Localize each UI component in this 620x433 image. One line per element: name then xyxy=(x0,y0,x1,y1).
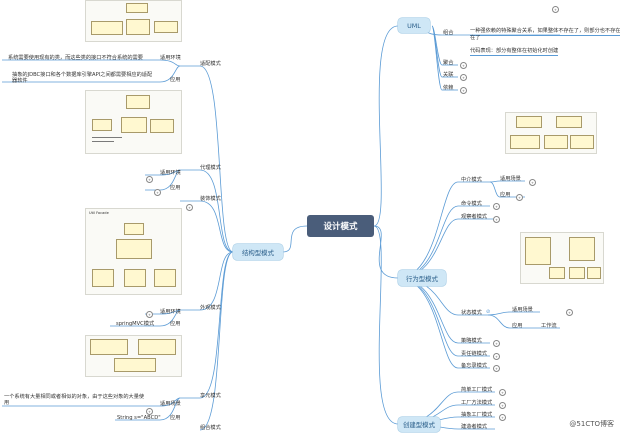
flyweight-app: 应用 xyxy=(170,415,181,421)
command-label: 命令模式 xyxy=(461,201,482,207)
collapse-icon[interactable]: + xyxy=(146,408,153,415)
uml-association: 关联 xyxy=(443,72,454,78)
collapse-icon[interactable]: + xyxy=(460,87,467,94)
flyweight-usage-note-1: 一个系统有大量相同或者相似的对象，由于这些对象的大量使 xyxy=(4,394,145,400)
collapse-icon[interactable]: + xyxy=(529,179,536,186)
structural-node[interactable]: 结构型模式 xyxy=(233,244,283,260)
uml-combination-label: 组合 xyxy=(443,30,454,36)
decorator-uml-thumbnail[interactable]: Util Facade xyxy=(85,208,182,295)
adapter-uml-thumbnail[interactable] xyxy=(85,0,182,42)
builder-label: 建造者模式 xyxy=(461,424,487,430)
adapter-usage: 适用环境 xyxy=(160,55,181,61)
collapse-icon[interactable]: + xyxy=(552,6,559,13)
flyweight-usage-note-2: 用 xyxy=(4,400,10,406)
adapter-label: 适配模式 xyxy=(200,61,221,67)
simple-factory-label: 简单工厂模式 xyxy=(461,387,493,393)
abstract-factory-label: 抽象工厂模式 xyxy=(461,412,493,418)
mediator-uml-thumbnail[interactable] xyxy=(505,112,597,154)
uml-combination-note-2: 代码表现：部分有整体在初始化时创建 xyxy=(470,48,559,56)
chain-label: 责任链模式 xyxy=(461,351,487,357)
facade-label: 外观模式 xyxy=(200,305,221,311)
collapse-icon[interactable]: + xyxy=(460,74,467,81)
adapter-app-note-1: 抽象的JDBC接口和各个数据库引擎API之间都需要相应的适配 xyxy=(12,72,153,78)
mediator-usage: 适用场景 xyxy=(500,176,521,182)
collapse-icon[interactable]: + xyxy=(493,340,500,347)
facade-uml-thumbnail[interactable] xyxy=(85,335,182,377)
collapse-icon[interactable]: + xyxy=(186,204,193,211)
collapse-icon[interactable]: + xyxy=(493,203,500,210)
facade-app: 应用 xyxy=(170,321,181,327)
mediator-app: 应用 xyxy=(500,192,511,198)
observer-label: 观察者模式 xyxy=(461,214,487,220)
state-label: 状态模式 xyxy=(461,310,482,316)
collapse-icon[interactable]: + xyxy=(516,194,523,201)
composite-label: 组合模式 xyxy=(200,425,221,431)
collapse-icon[interactable]: + xyxy=(493,353,500,360)
facade-usage: 适用环境 xyxy=(160,309,181,315)
adapter-app: 应用 xyxy=(170,77,181,83)
uml-dependency: 依赖 xyxy=(443,85,454,91)
collapse-icon[interactable]: + xyxy=(499,402,506,409)
collapse-icon[interactable]: + xyxy=(154,189,161,196)
state-app-note: 工作流 xyxy=(541,323,557,329)
proxy-label: 代理模式 xyxy=(200,165,221,171)
link-icon[interactable]: ⊘ xyxy=(486,309,491,315)
watermark: @51CTO博客 xyxy=(569,420,614,428)
collapse-icon[interactable]: + xyxy=(499,414,506,421)
strategy-label: 策略模式 xyxy=(461,338,482,344)
collapse-icon[interactable]: + xyxy=(493,365,500,372)
proxy-uml-thumbnail[interactable] xyxy=(85,90,182,154)
collapse-icon[interactable]: + xyxy=(499,389,506,396)
decorator-label: 装饰模式 xyxy=(200,196,221,202)
visitor-label: 备忘录模式 xyxy=(461,363,487,369)
uml-combination-note-cont: 在了 xyxy=(470,35,481,41)
facade-app-note: springMVC模式 xyxy=(116,321,155,327)
creational-node[interactable]: 创建型模式 xyxy=(398,417,440,432)
uml-node[interactable]: UML xyxy=(398,18,430,33)
behavioral-node[interactable]: 行为型模式 xyxy=(398,270,446,286)
collapse-icon[interactable]: + xyxy=(146,311,153,318)
proxy-app: 应用 xyxy=(170,185,181,191)
uml-aggregation: 聚合 xyxy=(443,60,454,66)
uml-combination-note-1: 一种强依赖的特殊聚合关系，如果整体不存在了，则部分也不存在了 xyxy=(470,28,620,36)
collapse-icon[interactable]: + xyxy=(146,176,153,183)
factory-method-label: 工厂方法模式 xyxy=(461,400,493,406)
proxy-usage: 适用环境 xyxy=(160,170,181,176)
state-app: 应用 xyxy=(512,323,523,329)
state-usage: 适用场景 xyxy=(512,307,533,313)
adapter-app-note-2: 器软件 xyxy=(12,78,28,84)
collapse-icon[interactable]: + xyxy=(566,309,573,316)
root-node[interactable]: 设计模式 xyxy=(307,215,374,237)
adapter-usage-note: 系统需要使用现有的类，而这些类的接口不符合系统的需要 xyxy=(8,55,143,61)
mediator-label: 中介模式 xyxy=(461,177,482,183)
observer-uml-thumbnail[interactable] xyxy=(520,232,604,284)
flyweight-app-note: String s="ABCD" xyxy=(117,415,161,421)
flyweight-usage: 适用场景 xyxy=(160,401,181,407)
collapse-icon[interactable]: + xyxy=(460,62,467,69)
collapse-icon[interactable]: + xyxy=(493,216,500,223)
flyweight-label: 享元模式 xyxy=(200,393,221,399)
